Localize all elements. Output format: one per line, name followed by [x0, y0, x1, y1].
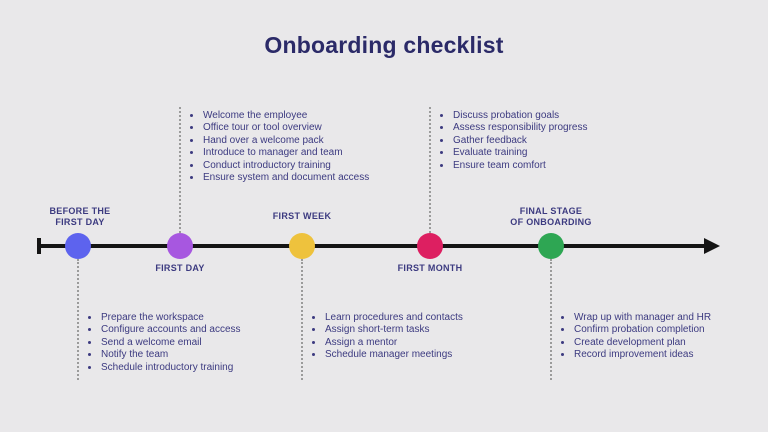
list-item: Assign a mentor [324, 337, 463, 349]
list-item: Ensure system and document access [202, 172, 369, 184]
list-item: Hand over a welcome pack [202, 135, 369, 147]
task-list-before-first-day: Prepare the workspace Configure accounts… [87, 312, 241, 374]
list-item: Office tour or tool overview [202, 122, 369, 134]
milestone-dot-first-month [417, 233, 443, 259]
list-item: Wrap up with manager and HR [573, 312, 711, 324]
list-item: Record improvement ideas [573, 349, 711, 361]
task-list-first-day: Welcome the employee Office tour or tool… [189, 110, 369, 184]
connector-before-first-day [77, 259, 79, 380]
list-item: Schedule introductory training [100, 362, 241, 374]
list-item: Create development plan [573, 337, 711, 349]
list-item: Confirm probation completion [573, 324, 711, 336]
list-item: Gather feedback [452, 135, 588, 147]
list-item: Prepare the workspace [100, 312, 241, 324]
list-item: Send a welcome email [100, 337, 241, 349]
timeline-axis [38, 244, 706, 248]
stage-label-first-day: FIRST DAY [155, 263, 205, 273]
page-title: Onboarding checklist [264, 32, 504, 58]
list-item: Configure accounts and access [100, 324, 241, 336]
list-item: Evaluate training [452, 147, 588, 159]
list-item: Ensure team comfort [452, 160, 588, 172]
list-item: Discuss probation goals [452, 110, 588, 122]
milestone-dot-first-week [289, 233, 315, 259]
list-item: Learn procedures and contacts [324, 312, 463, 324]
connector-first-month [429, 107, 431, 233]
list-item: Assess responsibility progress [452, 122, 588, 134]
stage-label-first-week: FIRST WEEK [272, 211, 332, 221]
list-item: Conduct introductory training [202, 160, 369, 172]
task-list-final-stage: Wrap up with manager and HR Confirm prob… [560, 312, 711, 362]
list-item: Introduce to manager and team [202, 147, 369, 159]
milestone-dot-before-first-day [65, 233, 91, 259]
list-item: Notify the team [100, 349, 241, 361]
connector-first-week [301, 259, 303, 380]
task-list-first-week: Learn procedures and contacts Assign sho… [311, 312, 463, 362]
connector-final-stage [550, 259, 552, 380]
milestone-dot-final-stage [538, 233, 564, 259]
connector-first-day [179, 107, 181, 233]
stage-label-first-month: FIRST MONTH [397, 263, 463, 273]
stage-label-final-stage: FINAL STAGE OF ONBOARDING [510, 206, 592, 227]
list-item: Schedule manager meetings [324, 349, 463, 361]
milestone-dot-first-day [167, 233, 193, 259]
stage-label-before-first-day: BEFORE THE FIRST DAY [49, 206, 111, 227]
timeline-arrowhead-icon [704, 238, 720, 254]
task-list-first-month: Discuss probation goals Assess responsib… [439, 110, 588, 172]
list-item: Assign short-term tasks [324, 324, 463, 336]
list-item: Welcome the employee [202, 110, 369, 122]
